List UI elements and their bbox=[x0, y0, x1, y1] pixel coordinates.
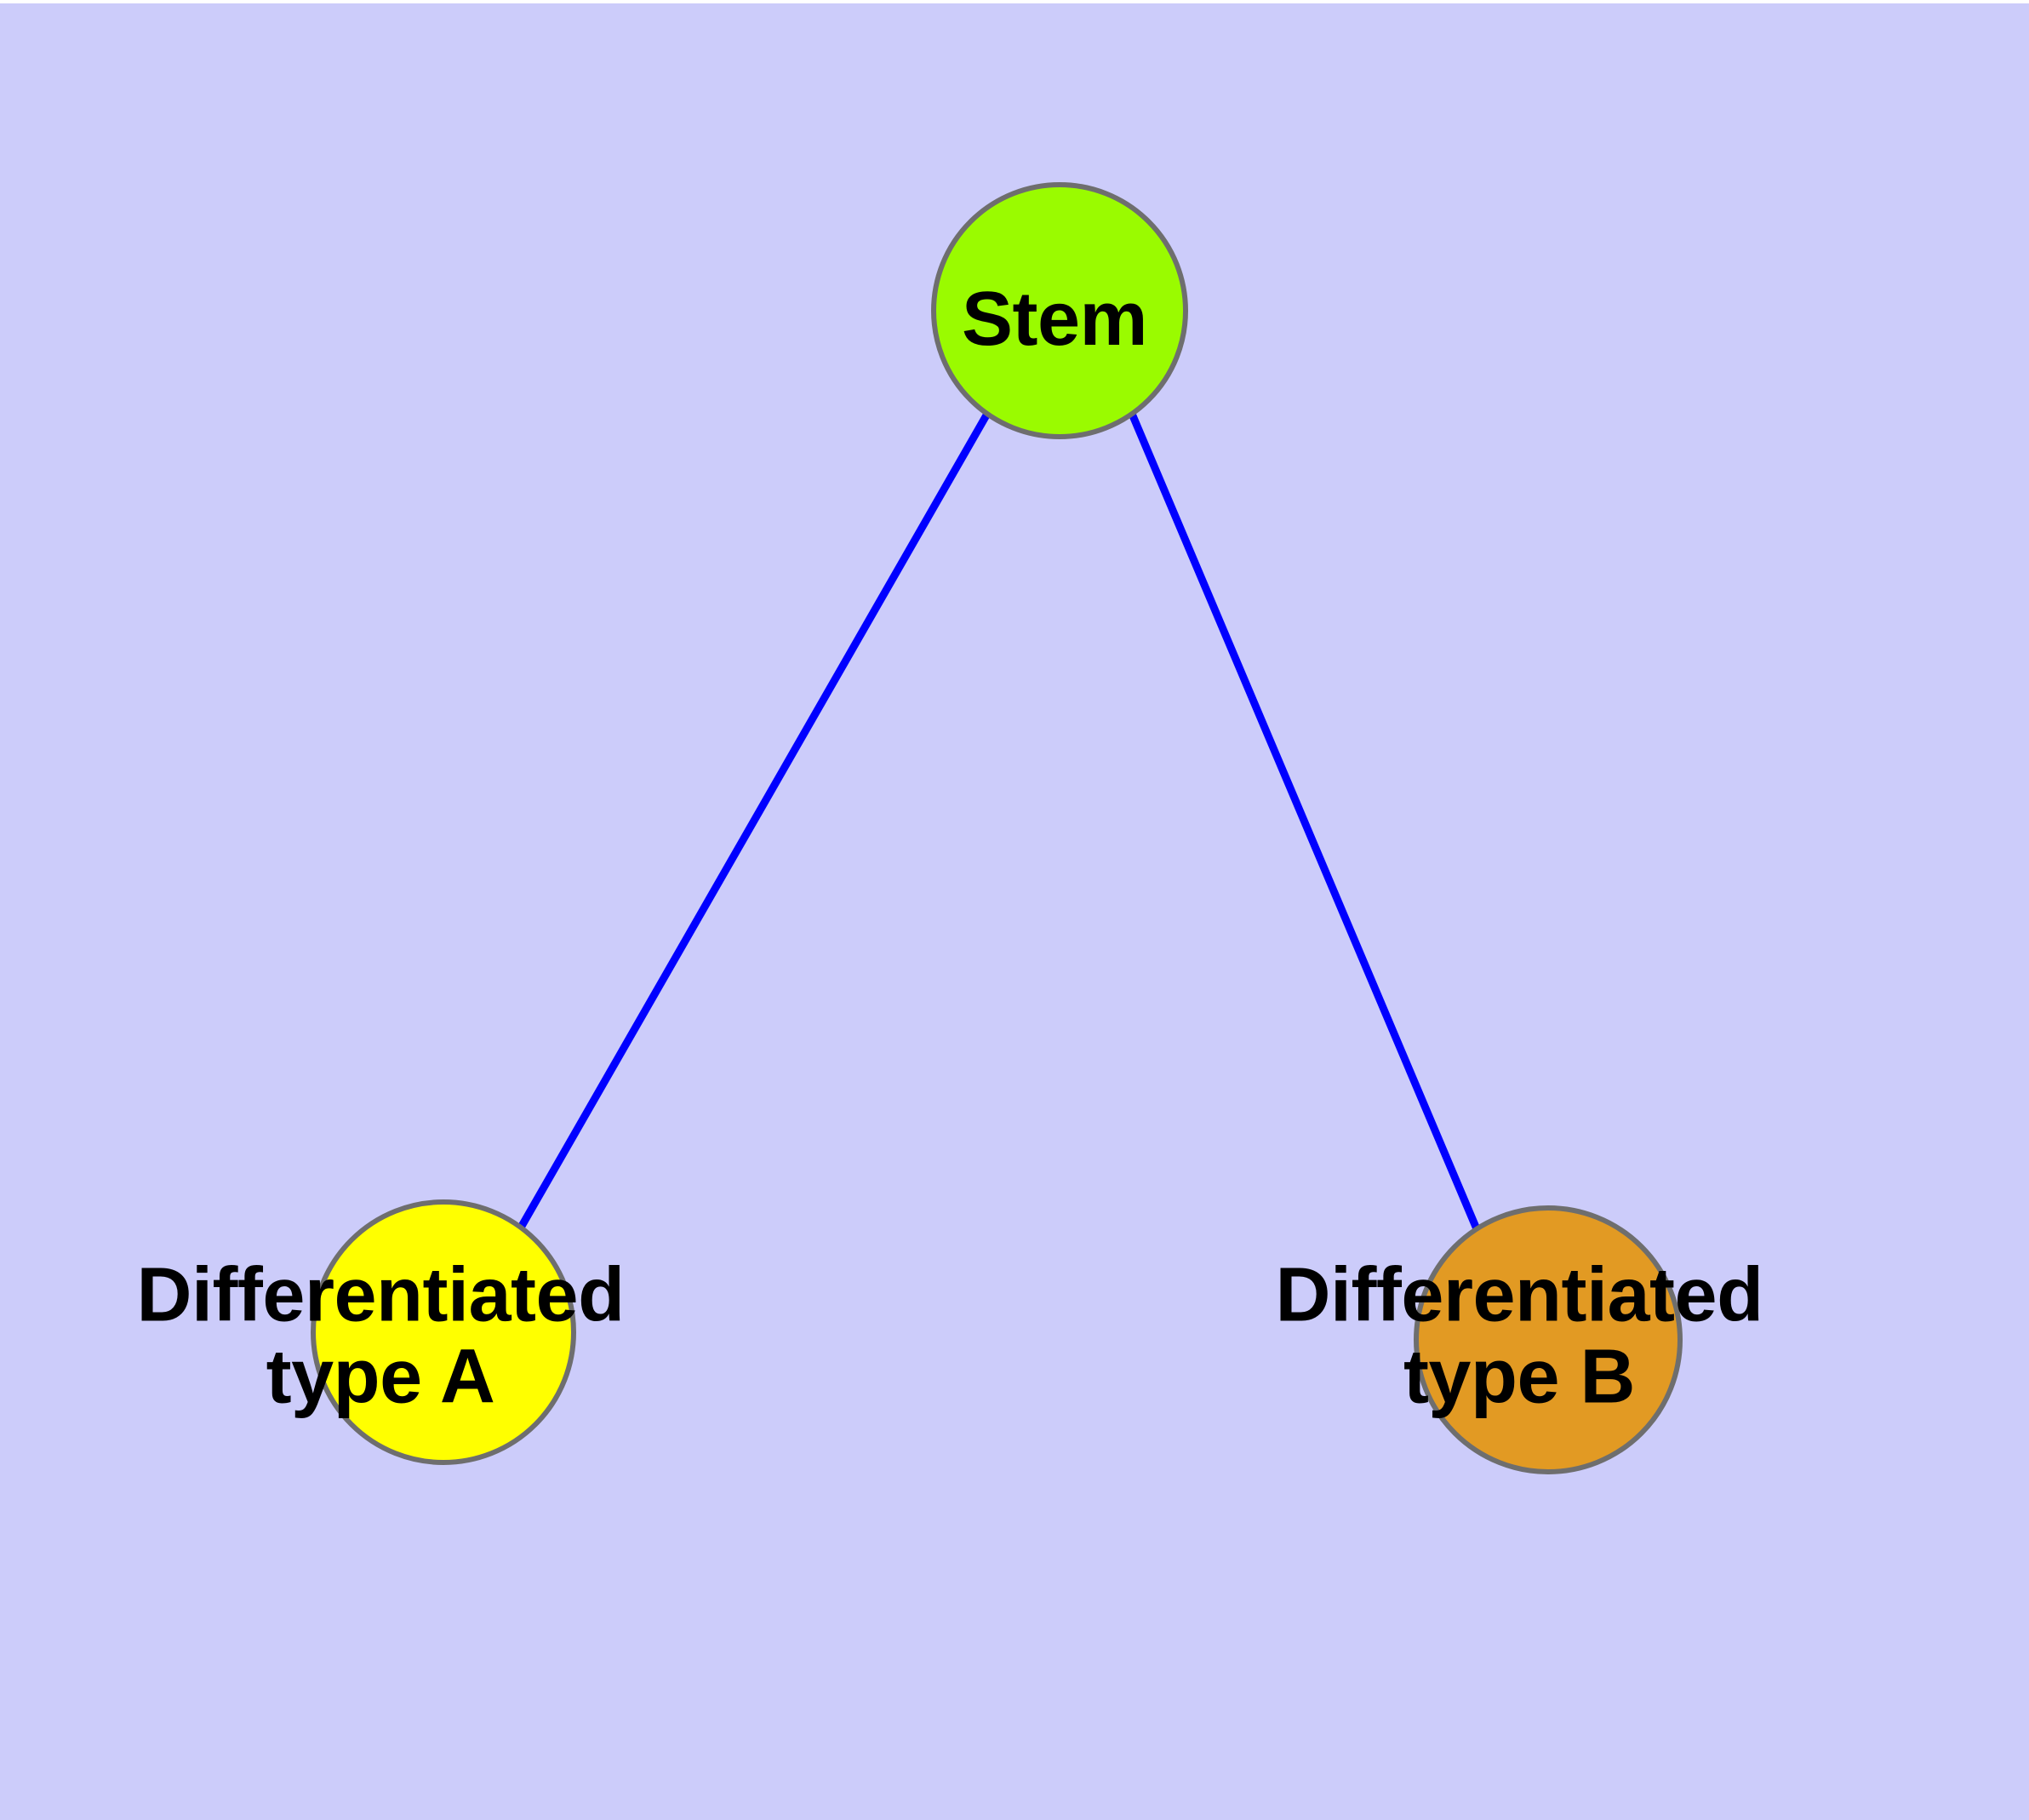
node-layer bbox=[311, 182, 1683, 1474]
node-diff-a[interactable] bbox=[311, 1199, 576, 1465]
edge-layer bbox=[517, 411, 1482, 1233]
node-diff-b[interactable] bbox=[1414, 1205, 1683, 1474]
edge-stem-to-diff-b bbox=[1128, 412, 1482, 1233]
edge-stem-to-diff-a bbox=[517, 411, 991, 1230]
node-stem[interactable] bbox=[931, 182, 1188, 439]
